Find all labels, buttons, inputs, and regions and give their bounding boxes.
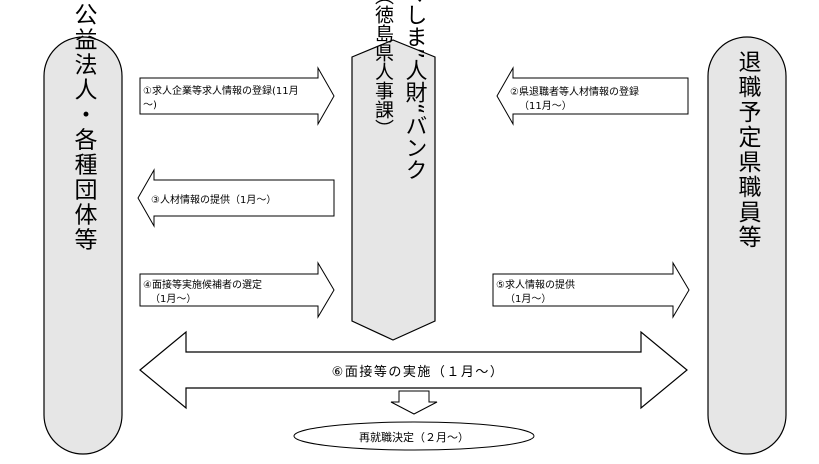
arrow-5-line1: ⑤求人情報の提供 (496, 278, 575, 291)
result-ellipse (293, 421, 535, 451)
arrow-2-line1: ②県退職者等人材情報の登録 (510, 85, 639, 98)
arrow-1-line2: 〜) (143, 100, 157, 111)
arrow-4-line2: （1月〜） (150, 293, 196, 305)
arrow-5-line2: （1月〜） (505, 293, 551, 305)
arrow-3-left (137, 168, 335, 228)
arrow-1-right (139, 66, 335, 126)
center-subtitle: （徳島県人事課） (372, 0, 394, 138)
arrow-2-left (496, 66, 689, 126)
arrow-4-line1: ④面接等実施候補者の選定 (143, 278, 262, 291)
arrow-4-right (139, 261, 335, 319)
arrow-2-line2: （11月〜） (519, 100, 572, 112)
right-box-label: 退職予定県職員等 (734, 50, 762, 250)
left-box-label: 民間企業・公益法人・各種団体等 (70, 0, 98, 253)
center-bank-box (351, 39, 436, 341)
arrow-3-line1: ③人材情報の提供（1月〜） (151, 193, 276, 206)
arrow-6-label: ⑥面接等の実施（１月〜） (332, 364, 505, 380)
arrow-6-double (139, 330, 688, 410)
down-arrow (390, 390, 438, 415)
left-box (43, 36, 123, 455)
result-label: 再就職決定（２月〜） (359, 430, 469, 444)
center-title: とくしま”人財“バンク (402, 0, 428, 180)
arrow-5-right (492, 261, 690, 319)
arrow-1-line1: ①求人企業等求人情報の登録(11月 (143, 84, 299, 97)
right-box (707, 36, 787, 455)
